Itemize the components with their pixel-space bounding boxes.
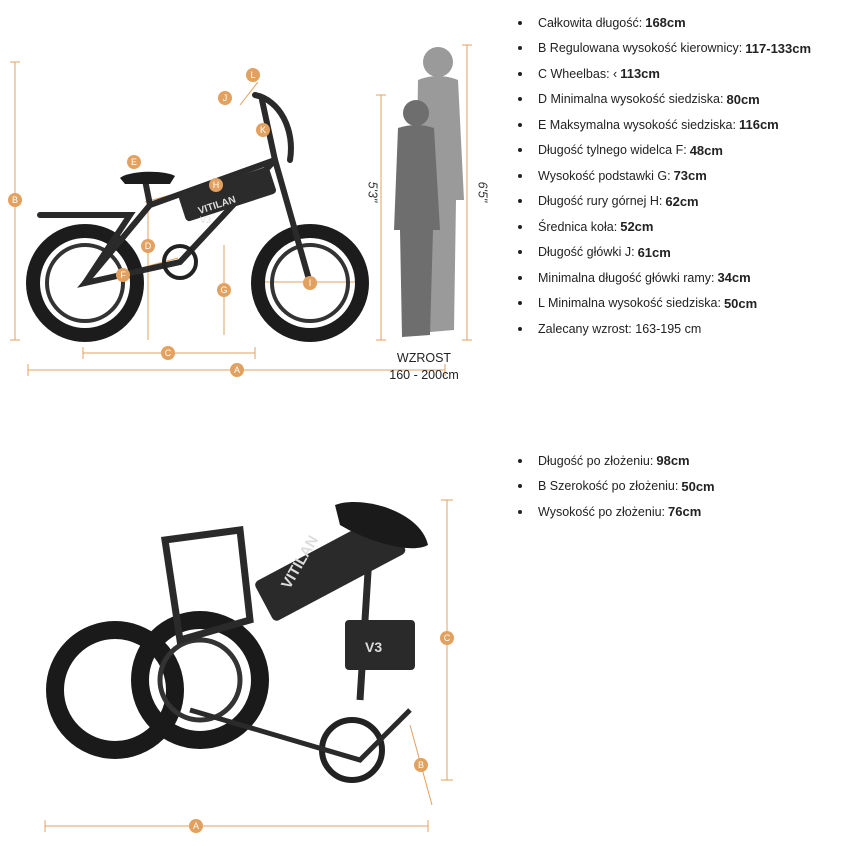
letter-e: E xyxy=(131,157,137,167)
spec-label: Wysokość po złożeniu: xyxy=(538,504,666,519)
spec-item: Długość po złożeniu:98cm xyxy=(518,448,715,474)
spec-item: B Szerokość po złożeniu:50cm xyxy=(518,474,715,500)
spec-item: Długość tylnego widelca F:48cm xyxy=(518,138,811,164)
spec-item: Wysokość podstawki G:73cm xyxy=(518,163,811,189)
spec-value: 52cm xyxy=(620,219,654,235)
spec-label: Minimalna długość główki ramy: xyxy=(538,270,715,285)
spec-item: D Minimalna wysokość siedziska:80cm xyxy=(518,87,811,113)
spec-label: B Regulowana wysokość kierownicy: xyxy=(538,41,743,56)
spec-item: Całkowita długość:168cm xyxy=(518,10,811,36)
spec-label: C Wheelbas: ‹ xyxy=(538,66,618,81)
spec-label: Średnica koła: xyxy=(538,219,618,234)
height-label-short: 5'3" xyxy=(365,181,380,203)
spec-value: 113cm xyxy=(620,66,660,82)
bike-side-view xyxy=(26,92,369,342)
spec-label: L Minimalna wysokość siedziska: xyxy=(538,296,721,311)
model-label-folded: V3 xyxy=(365,639,382,655)
letter-c-folded: C xyxy=(444,633,451,643)
spec-label: Długość po złożeniu: xyxy=(538,453,654,468)
letter-d: D xyxy=(145,241,152,251)
spec-label: Wysokość podstawki G: xyxy=(538,168,671,183)
spec-value: 62cm xyxy=(665,193,699,209)
letter-c: C xyxy=(165,348,172,358)
letter-a-folded: A xyxy=(193,821,199,831)
letter-h: H xyxy=(213,180,220,190)
spec-value: 48cm xyxy=(689,142,723,158)
spec-value: 98cm xyxy=(656,453,690,469)
letter-g: G xyxy=(220,285,227,295)
spec-item: C Wheelbas: ‹113cm xyxy=(518,61,811,87)
folded-spec-list: Długość po złożeniu:98cm B Szerokość po … xyxy=(518,448,715,525)
spec-value: 116cm xyxy=(738,117,779,133)
spec-value: 80cm xyxy=(726,91,760,107)
spec-item: Długość rury górnej H:62cm xyxy=(518,189,811,215)
spec-label: Długość tylnego widelca F: xyxy=(538,143,687,158)
height-range: WZROST 160 - 200cm xyxy=(384,350,464,384)
height-label-tall: 6'5" xyxy=(475,181,490,203)
bike-folded-view xyxy=(46,501,428,783)
letter-i: I xyxy=(309,278,312,288)
letter-l: L xyxy=(250,70,255,80)
dimension-letter-markers xyxy=(8,68,454,833)
spec-item: Długość główki J:61cm xyxy=(518,240,811,266)
spec-item: Średnica koła:52cm xyxy=(518,214,811,240)
spec-value: 73cm xyxy=(673,168,707,184)
letter-b-folded: B xyxy=(418,760,424,770)
spec-item: Zalecany wzrost: 163-195 cm xyxy=(518,316,811,342)
spec-label: B Szerokość po złożeniu: xyxy=(538,479,679,494)
spec-item: Minimalna długość główki ramy:34cm xyxy=(518,265,811,291)
spec-value: 34cm xyxy=(717,270,751,286)
model-label: V3 xyxy=(200,215,211,225)
spec-value: 50cm xyxy=(681,478,715,494)
letter-f: F xyxy=(120,270,126,280)
spec-label: Długość główki J: xyxy=(538,245,635,260)
spec-item: L Minimalna wysokość siedziska:50cm xyxy=(518,291,811,317)
letter-k: K xyxy=(260,125,266,135)
spec-item: B Regulowana wysokość kierownicy:117-133… xyxy=(518,36,811,62)
spec-value: 168cm xyxy=(645,15,686,31)
spec-value: 50cm xyxy=(723,295,758,311)
letter-b: B xyxy=(12,195,18,205)
spec-item: E Maksymalna wysokość siedziska:116cm xyxy=(518,112,811,138)
height-title: WZROST xyxy=(396,351,452,365)
height-range-value: 160 - 200cm xyxy=(389,368,459,382)
spec-label: Długość rury górnej H: xyxy=(538,194,663,209)
letter-j: J xyxy=(223,93,228,103)
spec-list: Całkowita długość:168cm B Regulowana wys… xyxy=(518,10,811,342)
letter-a: A xyxy=(234,365,240,375)
spec-label: Zalecany wzrost: 163-195 cm xyxy=(538,321,702,336)
spec-value: 76cm xyxy=(668,504,702,520)
spec-label: D Minimalna wysokość siedziska: xyxy=(538,92,724,107)
spec-label: E Maksymalna wysokość siedziska: xyxy=(538,117,736,132)
spec-value: 61cm xyxy=(637,244,671,260)
spec-item: Wysokość po złożeniu:76cm xyxy=(518,499,715,525)
spec-label: Całkowita długość: xyxy=(538,15,643,30)
spec-value: 117-133cm xyxy=(745,40,812,56)
